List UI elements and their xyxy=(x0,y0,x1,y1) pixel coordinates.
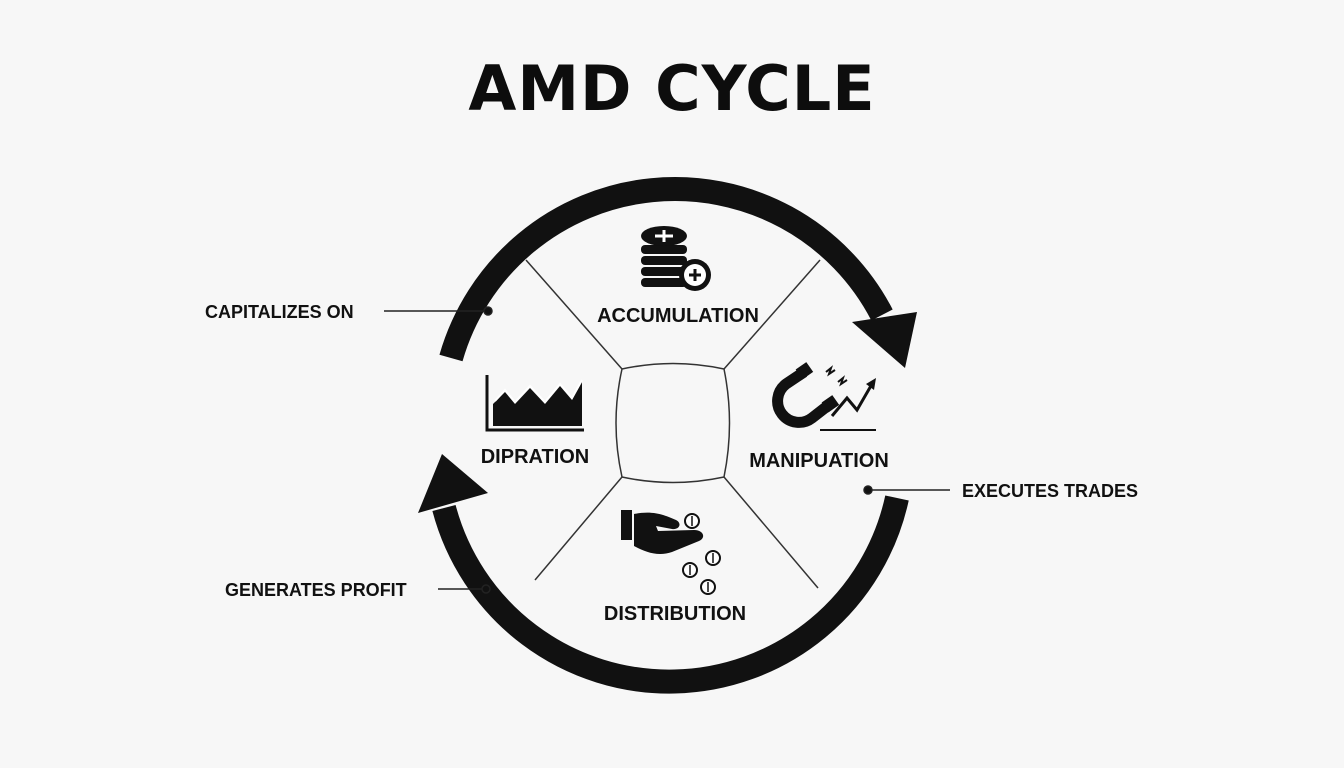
upper-arc xyxy=(439,177,893,362)
segment-dividers xyxy=(525,259,821,589)
divider-top-right xyxy=(723,259,821,370)
magnet-rising-chart-icon xyxy=(772,362,876,431)
center-hub xyxy=(615,362,731,484)
lower-arrow-head xyxy=(418,454,488,513)
callout-executes-trades: EXECUTES TRADES xyxy=(962,481,1138,501)
leader-dot-executes xyxy=(863,485,873,495)
callout-leaders xyxy=(384,306,950,594)
divider-top-left xyxy=(525,259,623,370)
callout-generates-profit: GENERATES PROFIT xyxy=(225,580,407,600)
segment-label-manipulation: MANIPUATION xyxy=(749,450,889,472)
leader-dot-generates xyxy=(481,584,491,594)
leader-dot-capitalizes xyxy=(483,306,493,316)
coin-stack-plus-icon xyxy=(641,226,711,291)
hand-dropping-coins-icon xyxy=(621,510,721,595)
upper-arrow-head xyxy=(852,312,917,368)
area-chart-icon xyxy=(485,375,584,432)
divider-bottom-left xyxy=(534,476,623,581)
segment-label-accumulation: ACCUMULATION xyxy=(597,305,759,327)
divider-bottom-right xyxy=(723,476,819,589)
page-title: AMD CYCLE xyxy=(468,52,876,125)
segment-label-dipration: DIPRATION xyxy=(481,446,590,468)
segment-label-distribution: DISTRIBUTION xyxy=(604,603,746,625)
callout-capitalizes-on: CAPITALIZES ON xyxy=(205,302,354,322)
